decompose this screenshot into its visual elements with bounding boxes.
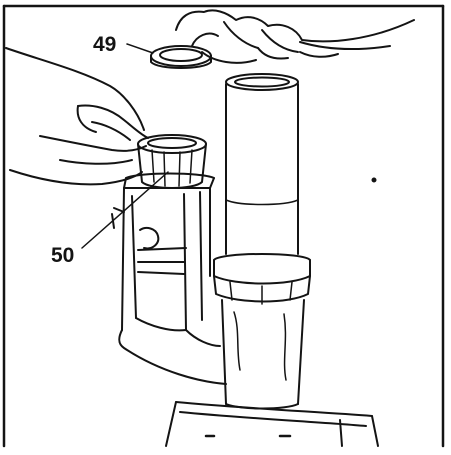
callout-49: 49 xyxy=(93,33,117,56)
callout-50: 50 xyxy=(51,244,75,267)
seal-ring-49 xyxy=(150,45,212,69)
leader-line-49 xyxy=(126,43,154,54)
stray-dot xyxy=(371,177,377,183)
housing-bracket xyxy=(111,172,227,385)
right-hand xyxy=(175,9,415,64)
cylinder-tube xyxy=(225,73,299,255)
vise xyxy=(165,401,379,447)
lower-tube xyxy=(221,299,305,410)
frame-border xyxy=(2,4,445,448)
bushing-50 xyxy=(137,134,207,189)
tube-collar xyxy=(213,253,311,305)
left-hand xyxy=(5,47,149,186)
leader-line-50 xyxy=(81,171,169,249)
